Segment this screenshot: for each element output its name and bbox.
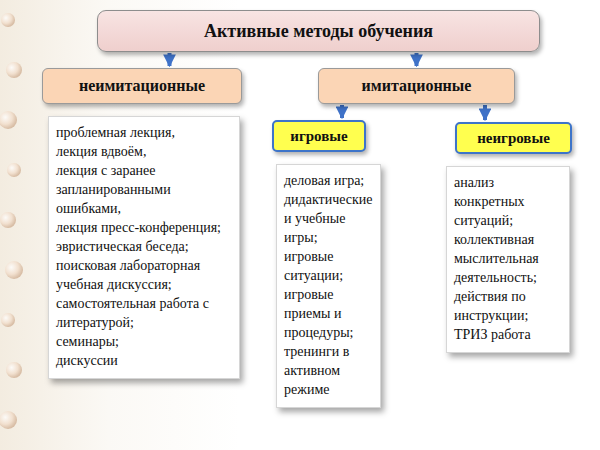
node-text: игровые ситуации;	[284, 247, 374, 285]
node-text: эвристическая беседа;	[56, 237, 233, 256]
node-text: ТРИЗ работа	[454, 325, 563, 344]
connector-arrow	[340, 105, 344, 118]
node-text: игровые	[290, 128, 347, 145]
node-text: семинары;	[56, 332, 233, 351]
method-list-box: проблемная лекция,лекция вдвоём,лекция с…	[48, 116, 240, 379]
node-text: проблемная лекция,	[56, 123, 233, 142]
title-box: Активные методы обучения	[97, 10, 540, 52]
bead	[5, 261, 23, 279]
node-text: неигровые	[477, 130, 550, 147]
node-text: имитационные	[362, 77, 472, 95]
node-text: тренинги в активном режиме	[284, 342, 374, 399]
subcategory-box: игровые	[272, 120, 366, 152]
node-text: поисковая лабораторная учебная дискуссия…	[56, 256, 233, 294]
node-text: лекция пресс-конференция;	[56, 218, 233, 237]
category-box: неимитационные	[42, 68, 242, 104]
node-text: дискуссии	[56, 351, 233, 370]
bead	[0, 411, 17, 429]
node-text: дидактические и учебные игры;	[284, 190, 374, 247]
connector-arrow	[415, 53, 419, 66]
node-text: коллективная мыслительная деятельность;	[454, 230, 563, 287]
bead	[6, 362, 22, 378]
node-text: лекция с заранее запланированными ошибка…	[56, 161, 233, 218]
connector-arrow	[483, 105, 487, 120]
bead	[7, 163, 21, 177]
node-text: действия по инструкции;	[454, 287, 563, 325]
method-list-box: анализ конкретных ситуаций;коллективная …	[446, 166, 570, 353]
bead	[1, 13, 15, 27]
node-text: лекция вдвоём,	[56, 142, 233, 161]
method-list-box: деловая игра;дидактические и учебные игр…	[276, 164, 381, 408]
bead	[6, 62, 22, 78]
node-text: деловая игра;	[284, 171, 374, 190]
bead	[0, 111, 17, 129]
subcategory-box: неигровые	[455, 122, 572, 154]
node-text: игровые приемы и процедуры;	[284, 285, 374, 342]
node-text: анализ конкретных ситуаций;	[454, 173, 563, 230]
bead	[1, 313, 15, 327]
node-text: Активные методы обучения	[204, 21, 433, 42]
bead	[0, 212, 16, 228]
node-text: самостоятельная работа с литературой;	[56, 294, 233, 332]
connector-arrow	[168, 53, 172, 66]
category-box: имитационные	[318, 68, 515, 104]
node-text: неимитационные	[79, 77, 205, 95]
